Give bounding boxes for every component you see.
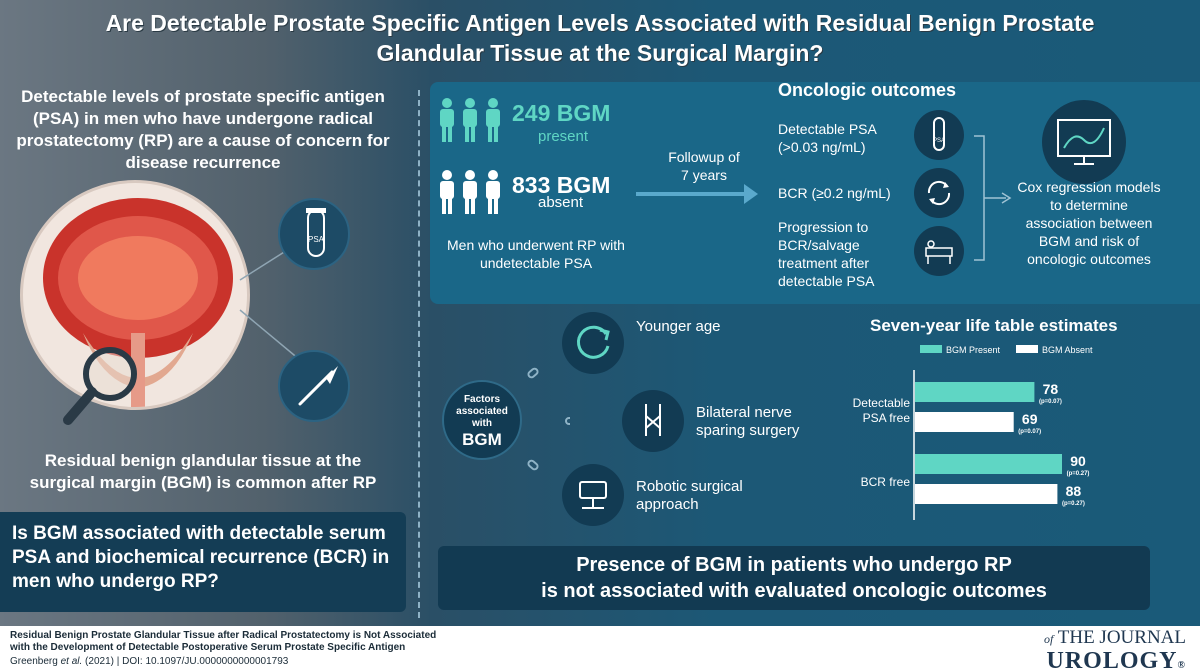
factors-label: Factors associated with: [456, 394, 508, 429]
hospital-bed-icon: [925, 240, 953, 264]
recurrence-cycle-icon: [927, 180, 951, 206]
link-icon: [527, 459, 539, 471]
outcome-bcr: BCR (≥0.2 ng/mL): [778, 185, 891, 201]
page-title: Are Detectable Prostate Specific Antigen…: [0, 8, 1200, 68]
footer: Residual Benign Prostate Glandular Tissu…: [0, 626, 1200, 672]
journal-logo: of THE JOURNAL UROLOGY®: [1044, 624, 1186, 672]
section-divider: [418, 90, 420, 618]
scalpel-icon: [298, 366, 338, 406]
followup-text: Followup of 7 years: [668, 149, 740, 183]
bar-value-label: 90: [1070, 453, 1086, 469]
category-label-psa-2: PSA free: [863, 411, 911, 425]
title-line-2: Glandular Tissue at the Surgical Margin?: [376, 40, 824, 66]
outcome-detectable-psa: Detectable PSA (>0.03 ng/mL): [778, 121, 877, 155]
people-absent-icon: [440, 170, 500, 214]
people-present-icon: [440, 98, 500, 142]
followup-arrow: [636, 192, 746, 196]
outcome-progression: Progression to BCR/salvage treatment aft…: [778, 219, 875, 289]
robotic-surgery-icon: [579, 481, 607, 509]
arrow-head-icon: [744, 184, 758, 204]
citation: Greenberg et al. (2021) | DOI: 10.1097/J…: [10, 656, 288, 668]
chain-links: [527, 367, 570, 471]
legend-absent: BGM Absent: [1042, 345, 1093, 355]
absent-label: absent: [538, 194, 584, 211]
bar-p-value-label: (p=0.27): [1067, 471, 1090, 477]
journal-reg: ®: [1177, 660, 1186, 671]
bar-p-value-label: (p=0.07): [1018, 429, 1041, 435]
citation-authors: Greenberg: [10, 656, 61, 667]
research-question: Is BGM associated with detectable serum …: [0, 512, 406, 612]
factor-robotic: Robotic surgical approach: [636, 478, 743, 513]
title-line-1: Are Detectable Prostate Specific Antigen…: [105, 10, 1095, 36]
test-tube-icon: PSA: [933, 117, 945, 151]
scalpel-circle: [278, 350, 350, 422]
test-tube-icon: PSA: [306, 208, 326, 257]
treatment-circle: [914, 226, 964, 276]
psa-tube-circle: PSA: [278, 198, 350, 270]
citation-etal: et al.: [60, 656, 83, 667]
factor-nerve-sparing: Bilateral nerve sparing surgery: [696, 404, 800, 439]
category-label-psa-1: Detectable: [853, 396, 911, 410]
tube-label: PSA: [308, 235, 325, 244]
outcome-tube-label: PSA: [933, 138, 945, 144]
category-label-bcr: BCR free: [861, 475, 911, 489]
intro-text: Detectable levels of prostate specific a…: [16, 87, 390, 172]
factor-younger-age: Younger age: [636, 318, 721, 335]
article-title-2: with the Development of Detectable Posto…: [10, 642, 406, 653]
cohort-text: Men who underwent RP with undetectable P…: [447, 237, 625, 271]
bgm-common-text: Residual benign glandular tissue at the …: [29, 451, 377, 492]
present-label: present: [538, 128, 589, 145]
recurrence-circle: [914, 168, 964, 218]
bar-value-label: 78: [1043, 381, 1059, 397]
robotic-circle: [562, 464, 624, 526]
journal-name: UROLOGY: [1046, 648, 1178, 672]
bar-value-label: 88: [1066, 483, 1082, 499]
life-table-chart: BGM Present BGM Absent Detectable PSA fr…: [853, 345, 1093, 520]
bar-p-value-label: (p=0.27): [1062, 501, 1085, 507]
nerve-surgery-circle: [622, 390, 684, 452]
cox-regression-text: Cox regression models to determine assoc…: [1017, 179, 1161, 267]
bar-value-label: 69: [1022, 411, 1038, 427]
age-circle: [562, 312, 624, 374]
bar-present-0: [915, 382, 1035, 402]
citation-doi: (2021) | DOI: 10.1097/JU.000000000000179…: [82, 656, 289, 667]
conclusion-line-1: Presence of BGM in patients who undergo …: [576, 554, 1012, 576]
monitor-chart-icon: [1057, 119, 1111, 165]
surgical-scissors-icon: [645, 404, 661, 436]
bar-present-1: [915, 454, 1062, 474]
factors-center-circle: Factors associated with BGM: [442, 380, 522, 460]
legend-swatch-present: [920, 345, 942, 353]
legend-swatch-absent: [1016, 345, 1038, 353]
magnifier-icon: [63, 347, 137, 425]
conclusion-box: Presence of BGM in patients who undergo …: [438, 546, 1150, 610]
link-icon: [527, 367, 539, 379]
bar-absent-1: [915, 484, 1058, 504]
legend-present: BGM Present: [946, 345, 1001, 355]
conclusion-line-2: is not associated with evaluated oncolog…: [541, 580, 1047, 602]
outcomes-bracket: [974, 135, 1012, 261]
link-icon: [565, 417, 570, 425]
absent-count: 833 BGM: [512, 172, 611, 198]
chart-title: Seven-year life table estimates: [870, 316, 1118, 335]
refresh-age-icon: [576, 325, 610, 359]
analysis-circle: [1042, 100, 1126, 184]
journal-of: of: [1043, 632, 1054, 646]
outcomes-title: Oncologic outcomes: [778, 80, 957, 100]
present-count: 249 BGM: [512, 100, 611, 126]
factors-bgm-label: BGM: [462, 430, 502, 449]
bar-p-value-label: (p=0.07): [1039, 399, 1062, 405]
bar-absent-0: [915, 412, 1014, 432]
article-title-1: Residual Benign Prostate Glandular Tissu…: [10, 630, 437, 641]
journal-the: THE JOURNAL: [1057, 627, 1186, 648]
outcome-tube-circle: PSA: [914, 110, 964, 160]
